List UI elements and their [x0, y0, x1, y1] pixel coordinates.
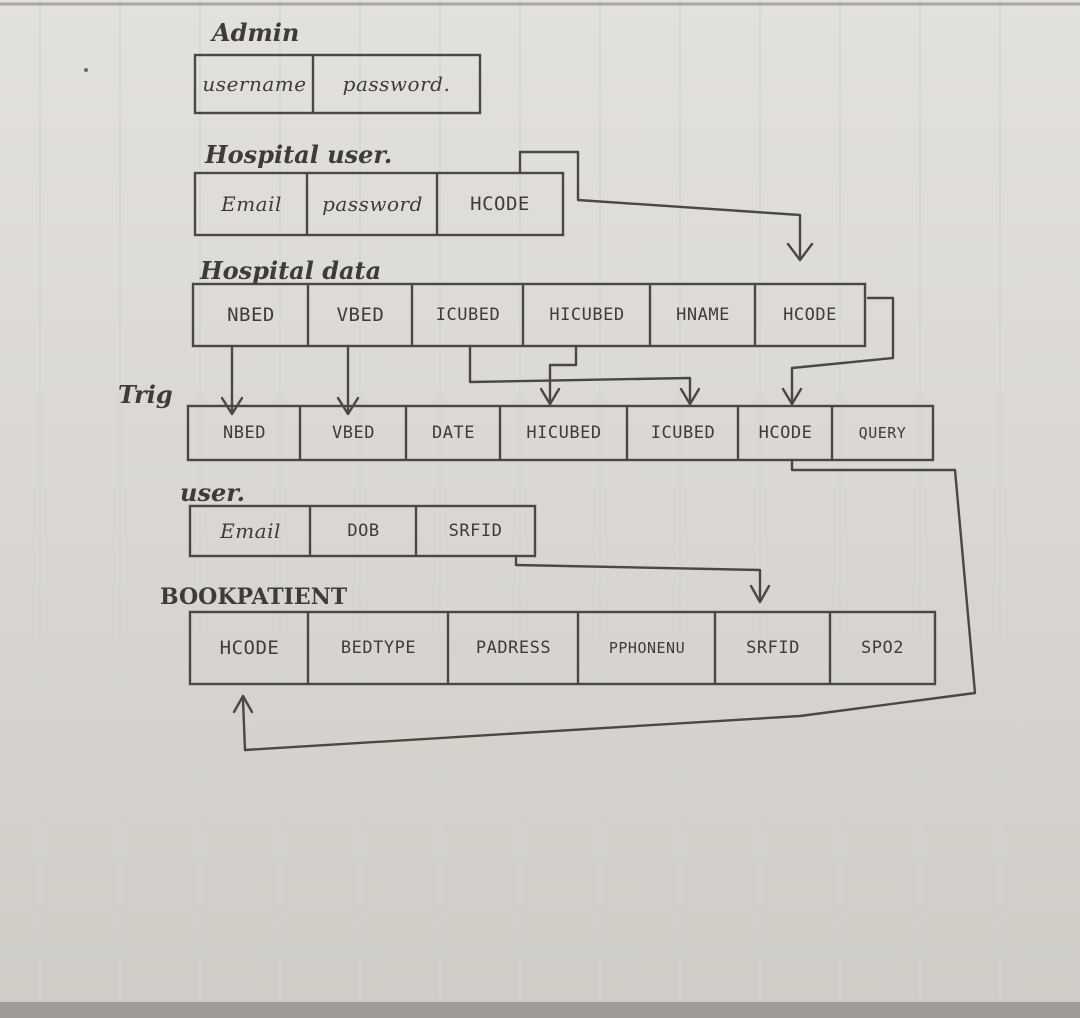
- bookpatient-field-bedtype: BEDTYPE: [340, 638, 417, 658]
- trig-field-icubed: ICUBED: [650, 423, 716, 443]
- trig-table-title: Trig: [118, 380, 173, 409]
- bookpatient-field-hcode: HCODE: [219, 637, 280, 659]
- page-bottom-edge: [0, 1002, 1080, 1018]
- trig-field-query: QUERY: [858, 424, 907, 442]
- user-table-title: user.: [180, 478, 246, 507]
- admin-field-password: password.: [342, 72, 451, 96]
- bookpatient-table-box: [188, 610, 937, 686]
- hospital-data-field-vbed: VBED: [336, 304, 385, 326]
- user-field-email: Email: [220, 519, 281, 543]
- admin-table-box: [193, 53, 482, 115]
- admin-field-username: username: [202, 72, 307, 96]
- trig-field-date: DATE: [432, 423, 475, 443]
- trig-field-hcode: HCODE: [758, 423, 813, 443]
- hospital-data-field-icubed: ICUBED: [435, 305, 501, 325]
- trig-field-vbed: VBED: [332, 423, 375, 443]
- bookpatient-field-srfid: SRFID: [746, 638, 800, 658]
- user-table-box: [188, 504, 537, 558]
- admin-table-title: Admin: [212, 18, 300, 47]
- bookpatient-field-padress: PADRESS: [475, 638, 552, 658]
- user-field-dob: DOB: [347, 521, 380, 541]
- hospital-data-table-title: Hospital data: [200, 256, 382, 285]
- trig-field-hicubed: HICUBED: [526, 423, 602, 443]
- trig-field-nbed: NBED: [223, 423, 266, 443]
- hospital-user-field-hcode: HCODE: [470, 193, 530, 215]
- hospital-user-field-email: Email: [221, 192, 282, 216]
- trig-table-box: [186, 404, 935, 462]
- hospital-data-field-nbed: NBED: [227, 304, 275, 326]
- hospital-data-field-hname: HNAME: [676, 305, 730, 325]
- bookpatient-field-spo2: SPO2: [861, 638, 904, 658]
- hospital-data-table-box: [191, 282, 867, 348]
- hospital-user-table-title: Hospital user.: [205, 140, 393, 169]
- bookpatient-table-title: BOOKPATIENT: [160, 584, 348, 610]
- hospital-user-field-password: password: [322, 192, 423, 216]
- relationship-arrows: [220, 150, 977, 752]
- hospital-data-field-hcode: HCODE: [783, 305, 837, 325]
- hospital-data-field-hicubed: HICUBED: [549, 305, 625, 325]
- hospital-user-table-box: [193, 171, 565, 237]
- user-field-srfid: SRFID: [448, 521, 503, 541]
- bookpatient-field-pphonenu: PPHONENU: [608, 639, 686, 657]
